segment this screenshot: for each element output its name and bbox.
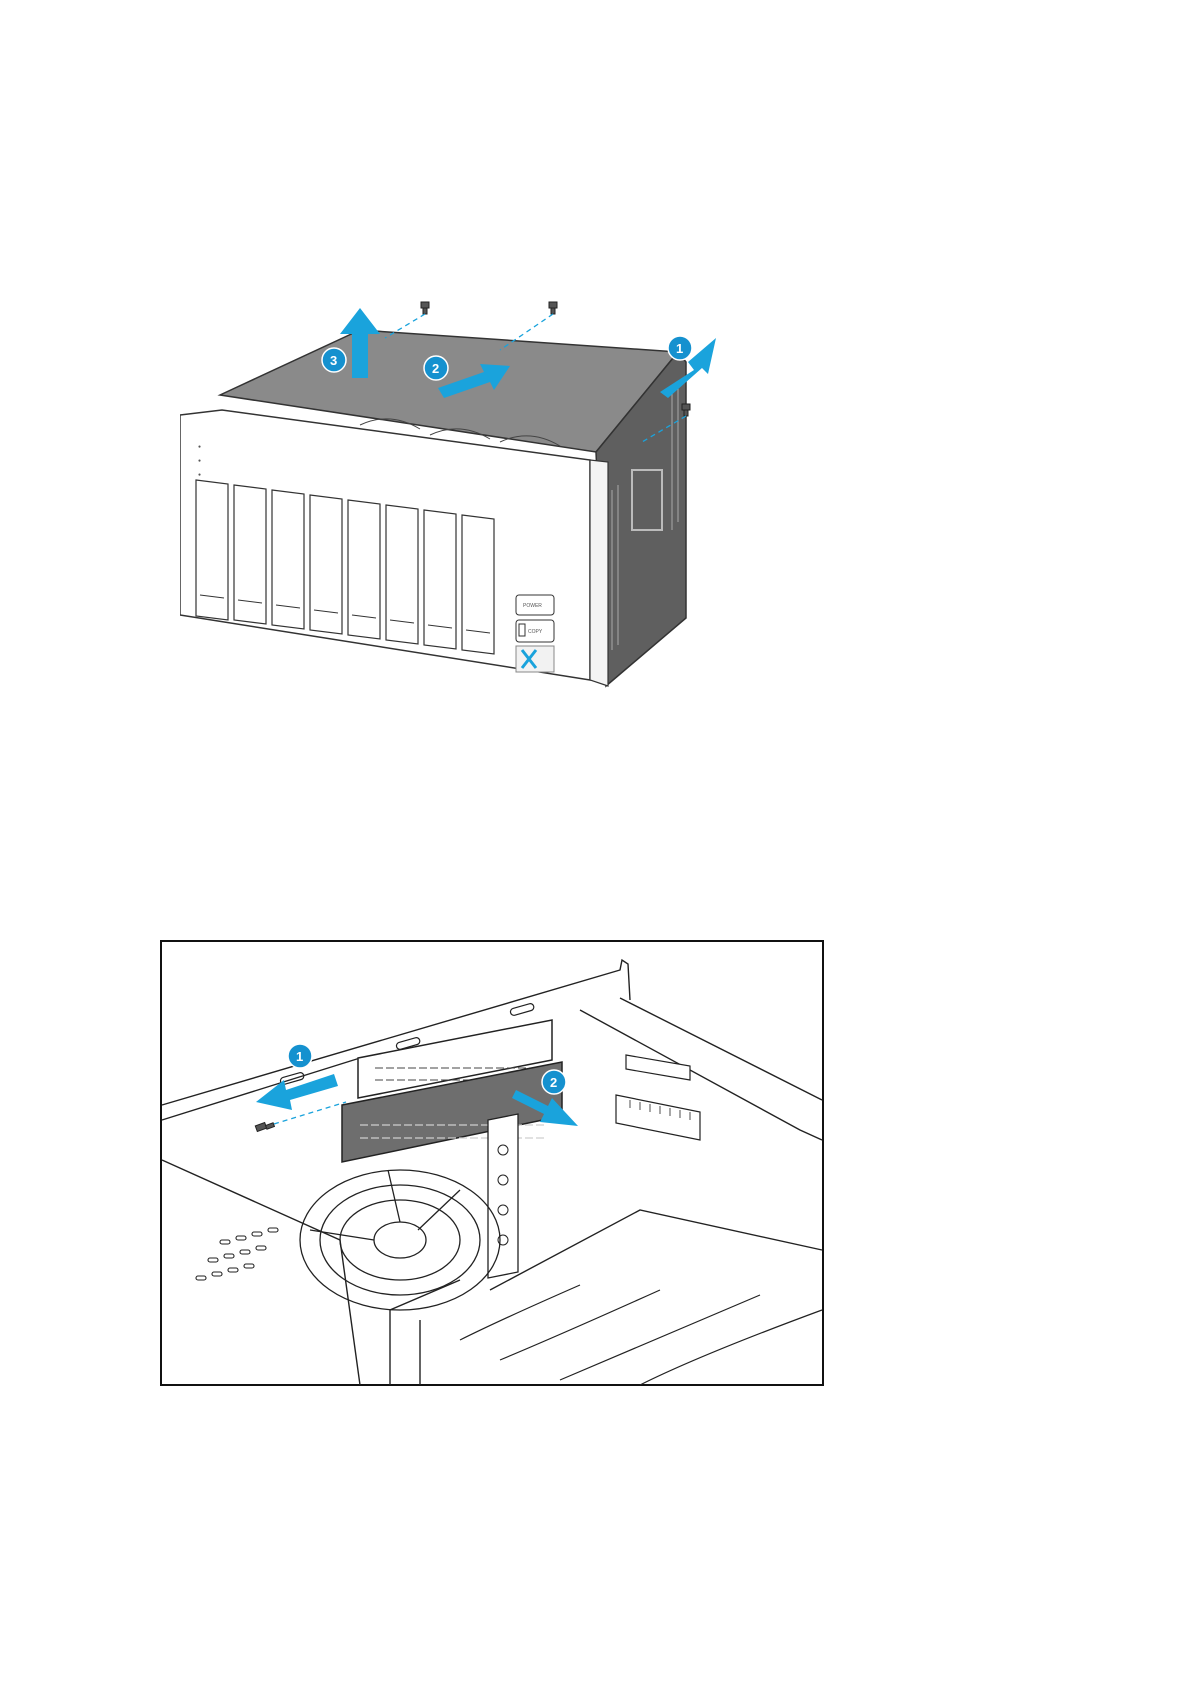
status-led-panel: ● ● ●	[198, 444, 201, 478]
nas-cover-illustration: ● ● ● POWER COPY 3	[180, 290, 800, 730]
step-badge-2-label: 2	[432, 361, 439, 376]
figure-remove-pcie-bracket: 1 2	[160, 940, 824, 1386]
figure-remove-cover: ● ● ● POWER COPY 3	[180, 290, 800, 730]
nas-front-right-edge	[590, 460, 608, 686]
step-badge-1-label: 1	[676, 341, 683, 356]
svg-text:●: ●	[198, 444, 201, 450]
pcie-bracket-illustration: 1 2	[160, 940, 824, 1386]
brand-logo	[516, 646, 554, 672]
step-badge-3-label: 3	[330, 353, 337, 368]
step-badge-2-label: 2	[550, 1075, 557, 1090]
power-button-label: POWER	[523, 603, 542, 609]
step-badge-1-label: 1	[296, 1049, 303, 1064]
usb-port	[519, 624, 525, 636]
support-post	[488, 1114, 518, 1278]
svg-text:●: ●	[198, 458, 201, 464]
svg-text:●: ●	[198, 472, 201, 478]
copy-button-label: COPY	[528, 629, 543, 635]
